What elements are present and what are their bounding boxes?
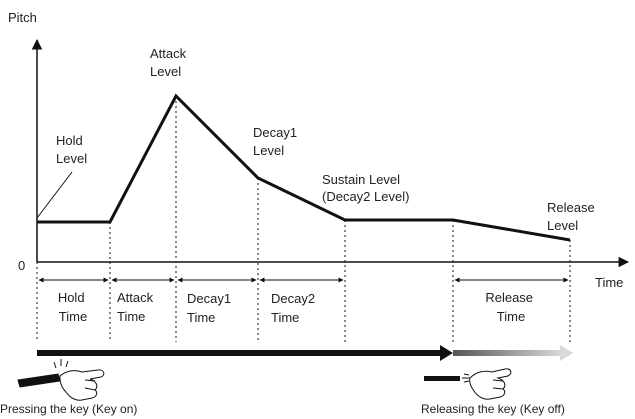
attack-level-label: Attack Level <box>150 46 190 79</box>
key-held-bar-arrowhead <box>440 345 453 361</box>
origin-label: 0 <box>18 258 25 273</box>
phase-dividers <box>36 96 571 342</box>
key-held-bar <box>37 350 441 356</box>
finger-releasing-key-icon <box>424 368 512 400</box>
hold-level-leader <box>36 171 73 219</box>
decay2-time-label: Decay2 Time <box>271 291 319 325</box>
release-fade-arrowhead <box>560 345 573 361</box>
release-time-label: Release Time <box>485 290 536 324</box>
decay1-level-label: Decay1 Level <box>253 125 301 158</box>
release-level-label: Release Level <box>547 200 598 233</box>
time-axis-label: Time <box>595 275 623 290</box>
pitch-axis-label: Pitch <box>8 10 37 25</box>
hold-time-label: Hold Time <box>58 290 88 324</box>
release-fade-bar <box>453 350 561 356</box>
attack-time-label: Attack Time <box>117 290 157 324</box>
key-on-caption: Pressing the key (Key on) <box>0 402 137 416</box>
key-off-caption: Releasing the key (Key off) <box>421 402 565 416</box>
hold-level-label: Hold Level <box>56 133 87 166</box>
sustain-level-label: Sustain Level (Decay2 Level) <box>322 172 409 204</box>
envelope-curve <box>37 93 571 242</box>
decay1-time-label: Decay1 Time <box>187 291 235 325</box>
finger-pressing-key-icon <box>17 359 105 401</box>
